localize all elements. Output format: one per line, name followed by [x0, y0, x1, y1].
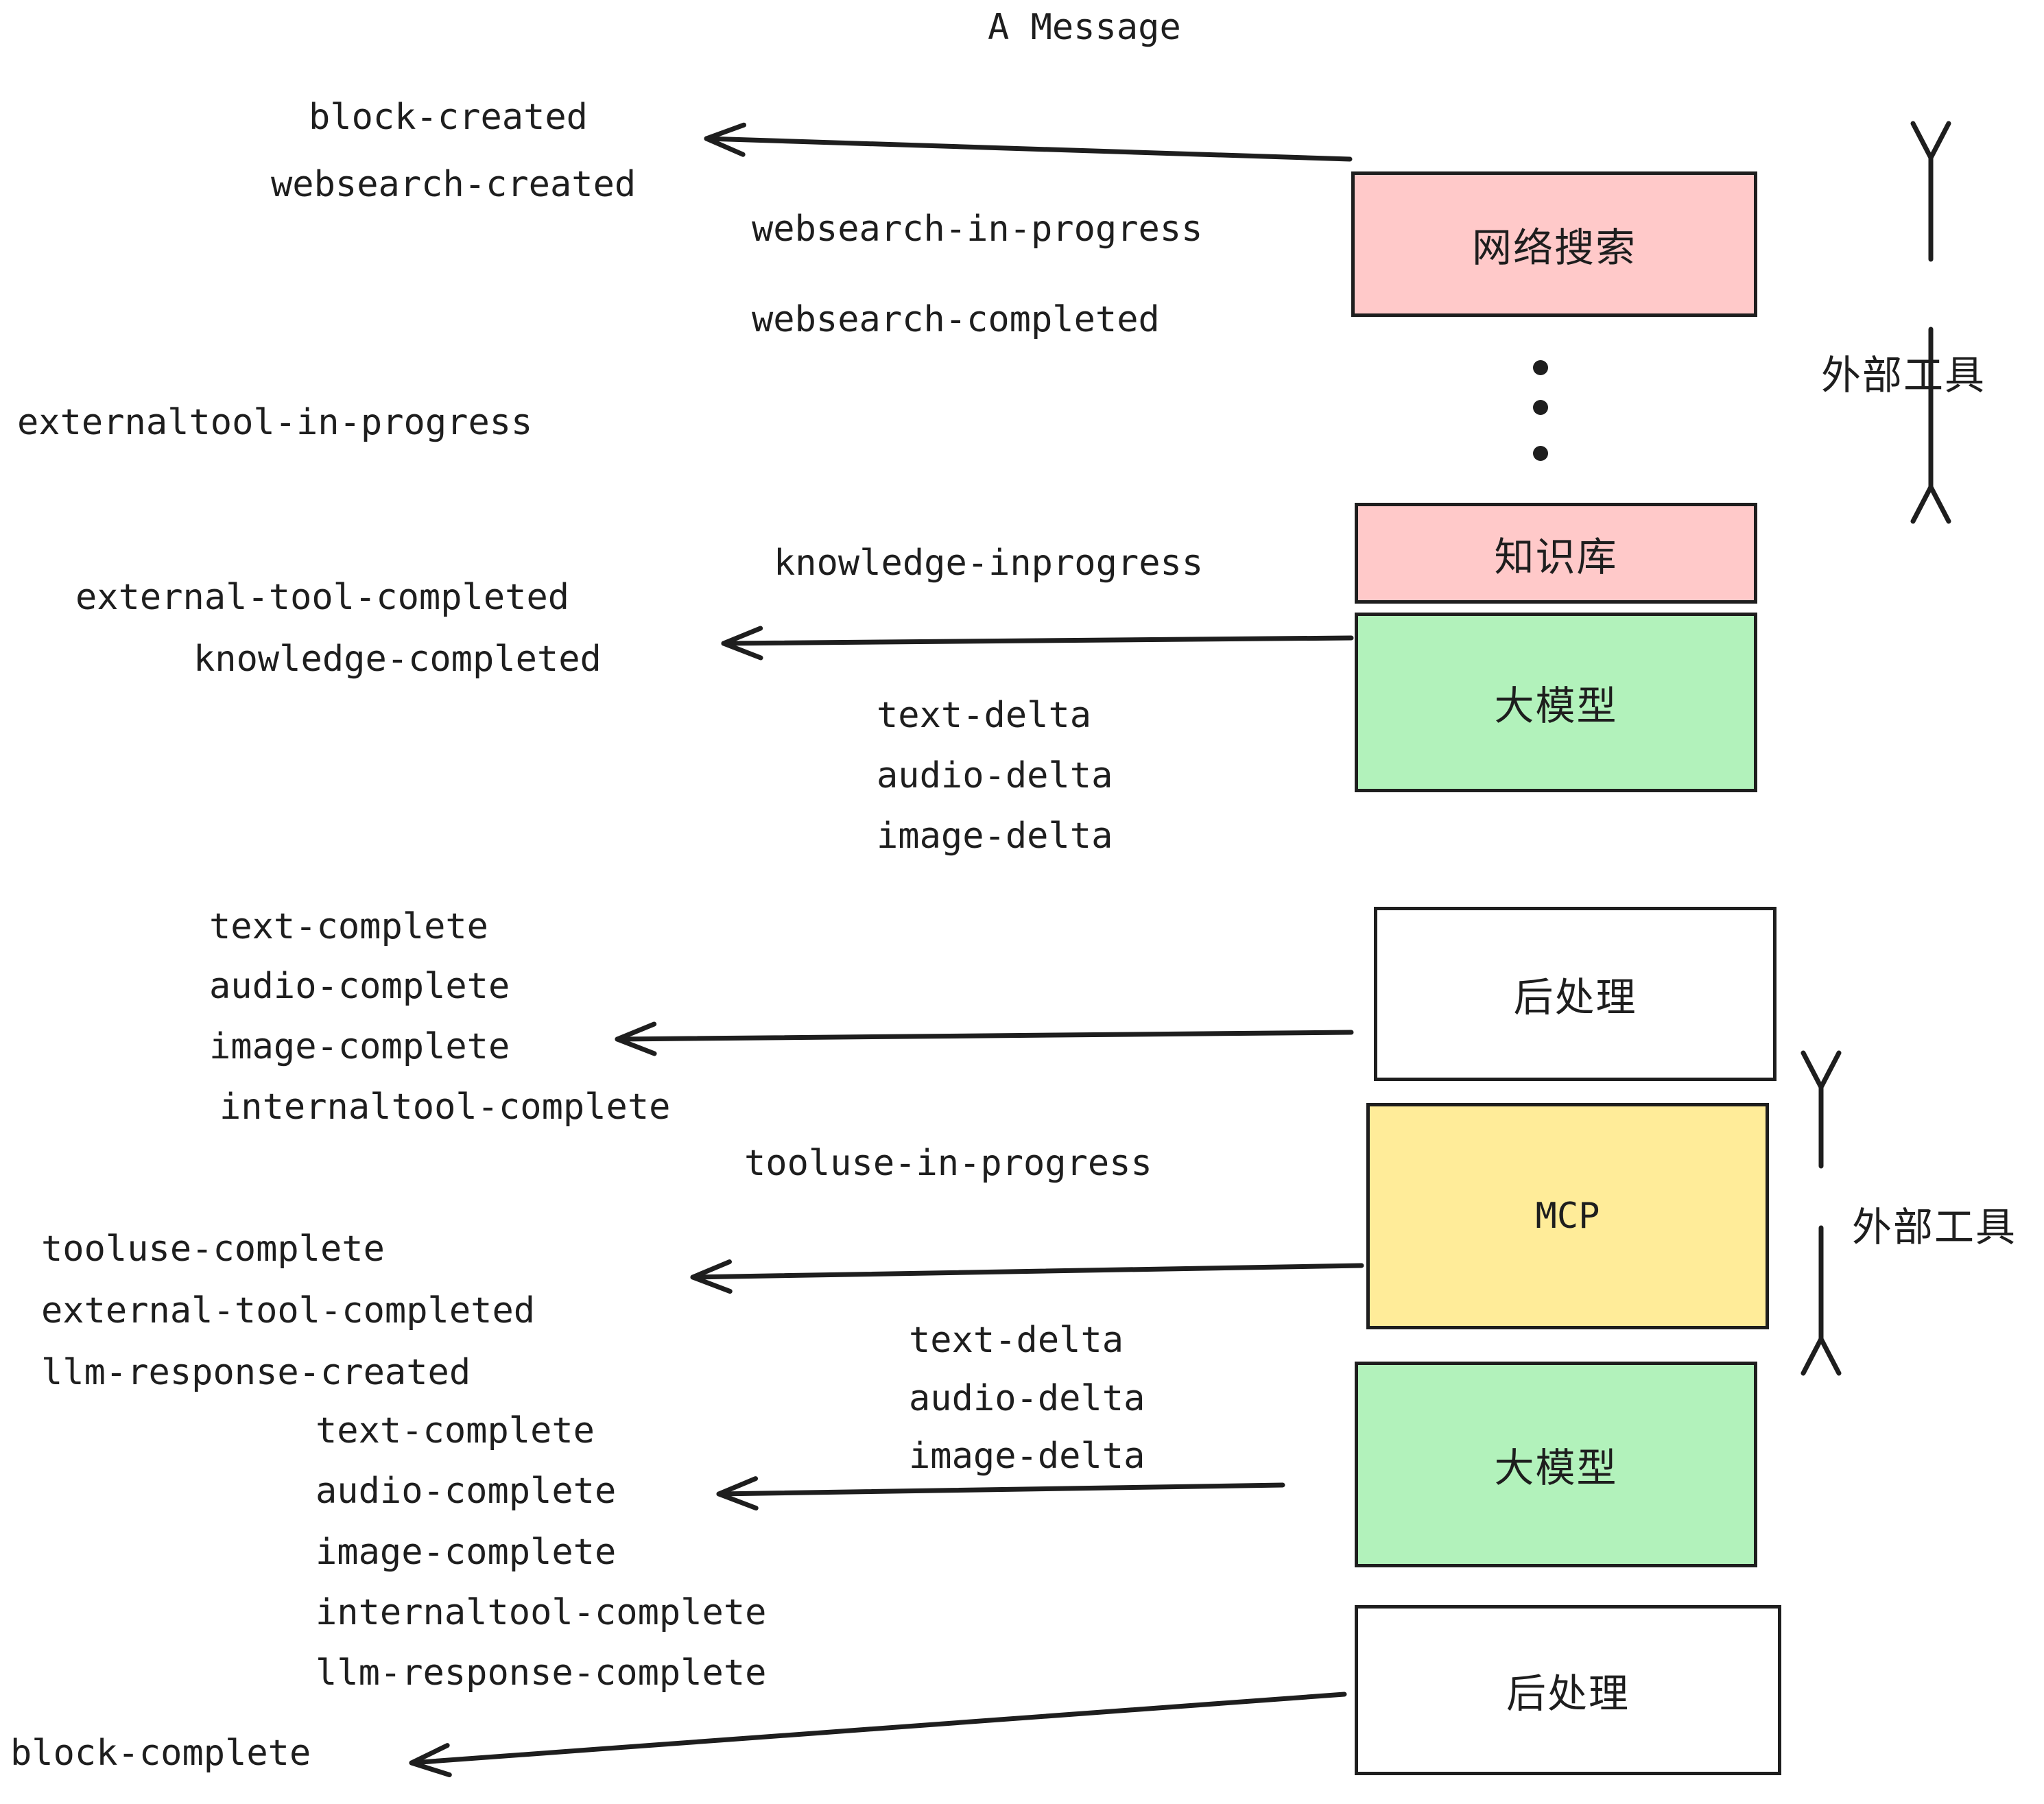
arrow-llm1-to-image-complete-head: [615, 1021, 657, 1056]
arrow-llm2-to-audio-head: [716, 1476, 759, 1511]
event-label-websearch-in-progress: websearch-in-progress: [752, 209, 1203, 250]
page-title: A Message: [988, 7, 1181, 48]
ellipsis-dot-1: [1533, 360, 1548, 375]
event-label-text-complete-1: text-complete: [209, 906, 488, 947]
ext-tools-bot-down-head: [1801, 1336, 1842, 1376]
event-label-knowledge-completed: knowledge-completed: [193, 639, 602, 680]
event-label-internaltool-complete-2: internaltool-complete: [316, 1592, 767, 1633]
event-label-websearch-completed: websearch-completed: [752, 299, 1160, 340]
side-label-external-tools-bottom: 外部工具: [1852, 1204, 2017, 1250]
arrow-postproc2-to-block-head: [409, 1743, 452, 1778]
arrow-mcp-to-tooluse-head: [690, 1259, 733, 1294]
event-label-image-delta-2: image-delta: [909, 1436, 1145, 1477]
arrow-postproc2-to-block-line: [409, 1692, 1347, 1766]
event-label-image-delta-1: image-delta: [877, 816, 1113, 857]
node-label-knowledge: 知识库: [1494, 533, 1618, 580]
node-label-postproc-2: 后处理: [1506, 1670, 1630, 1717]
event-label-websearch-created: websearch-created: [271, 164, 637, 205]
node-knowledge[interactable]: 知识库: [1355, 503, 1757, 604]
node-mcp[interactable]: MCP: [1366, 1103, 1769, 1329]
event-label-llm-response-complete: llm-response-complete: [316, 1652, 767, 1694]
event-label-tooluse-complete: tooluse-complete: [41, 1229, 385, 1270]
event-label-externaltool-in-progress: externaltool-in-progress: [17, 402, 533, 443]
event-label-knowledge-inprogress: knowledge-inprogress: [774, 543, 1204, 584]
arrow-websearch-to-block-head: [704, 122, 747, 157]
event-label-tooluse-in-progress: tooluse-in-progress: [744, 1143, 1152, 1184]
node-postproc-2[interactable]: 后处理: [1355, 1605, 1781, 1775]
arrow-knowledge-to-left-line: [721, 635, 1354, 646]
node-label-mcp: MCP: [1535, 1196, 1600, 1237]
ext-tools-top-up-head: [1910, 121, 1951, 161]
ext-tools-top-down-head: [1910, 484, 1951, 524]
event-label-external-tool-completed-1: external-tool-completed: [75, 577, 570, 618]
event-label-text-delta-2: text-delta: [909, 1320, 1124, 1361]
event-label-text-delta-1: text-delta: [877, 695, 1092, 736]
event-label-image-complete-1: image-complete: [209, 1026, 510, 1067]
node-label-postproc-1: 后处理: [1513, 974, 1637, 1021]
event-label-block-created: block-created: [309, 97, 588, 138]
event-label-text-complete-2: text-complete: [316, 1410, 595, 1451]
side-label-external-tools-top: 外部工具: [1821, 352, 1986, 399]
arrow-knowledge-to-left-head: [721, 626, 763, 661]
arrow-websearch-to-block-line: [704, 136, 1353, 162]
arrow-mcp-to-tooluse-line: [690, 1263, 1364, 1280]
ellipsis-dot-3: [1533, 446, 1548, 461]
node-websearch[interactable]: 网络搜索: [1351, 171, 1757, 317]
ext-tools-bot-up-head: [1801, 1050, 1842, 1090]
node-postproc-1[interactable]: 后处理: [1374, 907, 1776, 1081]
node-llm-1[interactable]: 大模型: [1355, 613, 1757, 792]
event-label-external-tool-completed-2: external-tool-completed: [41, 1290, 536, 1331]
node-label-llm-1: 大模型: [1494, 683, 1618, 729]
event-label-audio-delta-1: audio-delta: [877, 755, 1113, 796]
event-label-audio-delta-2: audio-delta: [909, 1378, 1145, 1419]
event-label-block-complete: block-complete: [10, 1733, 311, 1774]
node-label-websearch: 网络搜索: [1471, 224, 1637, 271]
arrow-llm2-to-audio-line: [716, 1482, 1285, 1497]
event-label-image-complete-2: image-complete: [316, 1532, 617, 1573]
event-label-audio-complete-2: audio-complete: [316, 1471, 617, 1512]
event-label-llm-response-created: llm-response-created: [41, 1352, 471, 1393]
event-label-audio-complete-1: audio-complete: [209, 966, 510, 1007]
node-llm-2[interactable]: 大模型: [1355, 1362, 1757, 1567]
event-label-internaltool-complete-1: internaltool-complete: [219, 1087, 671, 1128]
node-label-llm-2: 大模型: [1494, 1445, 1618, 1491]
arrow-llm1-to-image-complete-line: [615, 1030, 1354, 1042]
ellipsis-dot-2: [1533, 400, 1548, 415]
